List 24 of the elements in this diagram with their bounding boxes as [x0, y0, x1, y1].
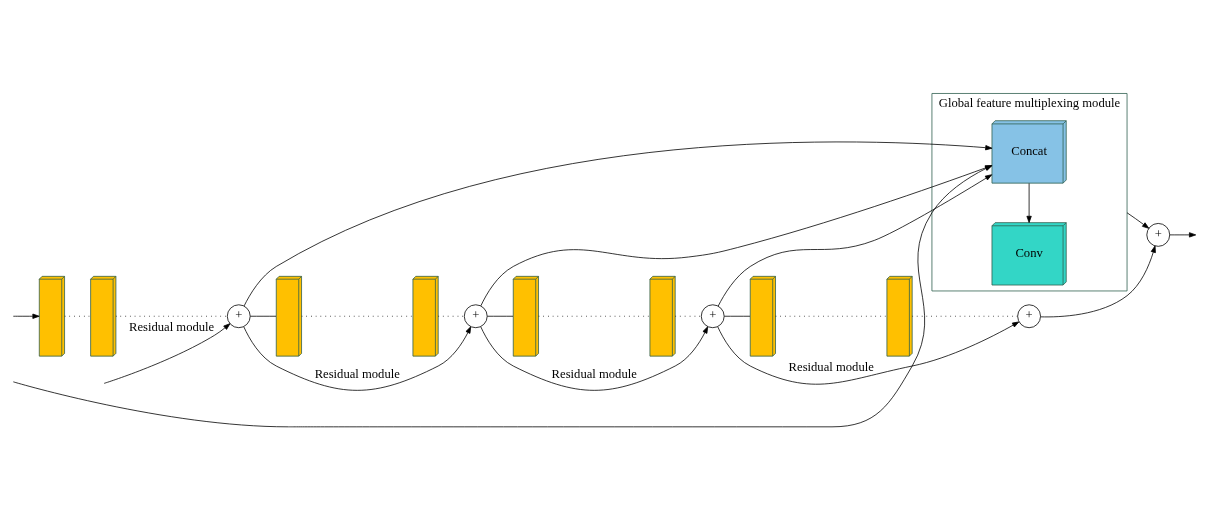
arrow [717, 321, 1020, 385]
arrow [1026, 182, 1032, 223]
connector [115, 315, 228, 317]
arrow [103, 322, 231, 384]
connector [912, 315, 1018, 317]
node-circle: + [1017, 303, 1041, 328]
arrow [1126, 211, 1150, 229]
arrow [12, 313, 40, 319]
edge-label: Residual module [314, 366, 400, 381]
arrow [1169, 231, 1197, 237]
arrow [1040, 245, 1156, 317]
node-circle: + [463, 303, 488, 328]
node-circle: + [1146, 222, 1171, 247]
edge-label: Residual module [788, 359, 874, 374]
arrow [243, 325, 472, 391]
node-circle: + [226, 303, 251, 328]
arrow [480, 325, 709, 391]
connector [249, 315, 277, 317]
edge-label: Residual module [129, 319, 215, 334]
arrow [717, 173, 993, 306]
edge-label: Residual module [551, 366, 637, 381]
connector [486, 315, 514, 317]
node-circle: + [700, 303, 725, 328]
connector [723, 315, 751, 317]
